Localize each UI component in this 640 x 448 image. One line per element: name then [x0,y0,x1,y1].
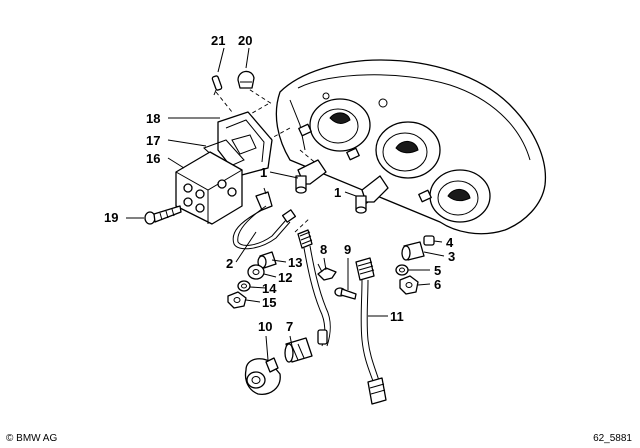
part-14-washer [237,280,251,292]
part-15-nut [227,291,247,309]
copyright-text: © BMW AG [6,433,58,444]
callout-21: 21 [211,33,225,48]
part-5-washer [395,264,409,276]
callout-4: 4 [446,235,454,250]
callout-3: 3 [448,249,455,264]
callout-labels: 21 20 18 17 16 19 1 1 2 13 12 14 15 4 3 … [104,33,455,334]
callout-15: 15 [262,295,276,310]
callout-6: 6 [434,277,441,292]
callout-7: 7 [286,319,293,334]
part-9-bolt [334,287,357,300]
part-16-connector-block [175,151,243,225]
callout-2: 2 [226,256,233,271]
part-4-grommet [423,235,435,246]
part-21-bulb [211,75,223,96]
part-3-sleeve [401,241,425,261]
part-1-angle-connector-right [355,175,389,214]
callout-9: 9 [344,242,351,257]
part-18-cover [217,111,273,177]
part-11-speedometer-cable [355,257,387,405]
part-20-bulb [237,70,255,89]
callout-19: 19 [104,210,118,225]
speedometer-cable-left [297,229,331,347]
part-1-angle-connector-left [295,159,327,194]
part-6-nut [399,275,419,295]
callout-1-right: 1 [334,185,341,200]
callout-8: 8 [320,242,327,257]
callout-16: 16 [146,151,160,166]
part-7-drive-connector [284,337,313,363]
callout-20: 20 [238,33,252,48]
callout-14: 14 [262,281,277,296]
part-12-bushing [247,264,265,280]
part-8-clip [317,263,337,281]
callout-17: 17 [146,133,160,148]
part-13-sleeve [257,251,277,269]
instrument-cluster-housing [275,59,547,235]
leader-lines [126,47,445,361]
copyright-footer: © BMW AG [6,433,57,444]
drawing-number: 62_5881 [593,433,632,444]
callout-18: 18 [146,111,160,126]
callout-10: 10 [258,319,272,334]
callout-11: 11 [390,309,404,324]
part-19-screw [144,205,182,225]
part-10-angle-drive [244,357,281,395]
callout-5: 5 [434,263,441,278]
callout-1-left: 1 [260,165,267,180]
callout-12: 12 [278,270,292,285]
part-2-cable [232,187,297,250]
callout-13: 13 [288,255,302,270]
